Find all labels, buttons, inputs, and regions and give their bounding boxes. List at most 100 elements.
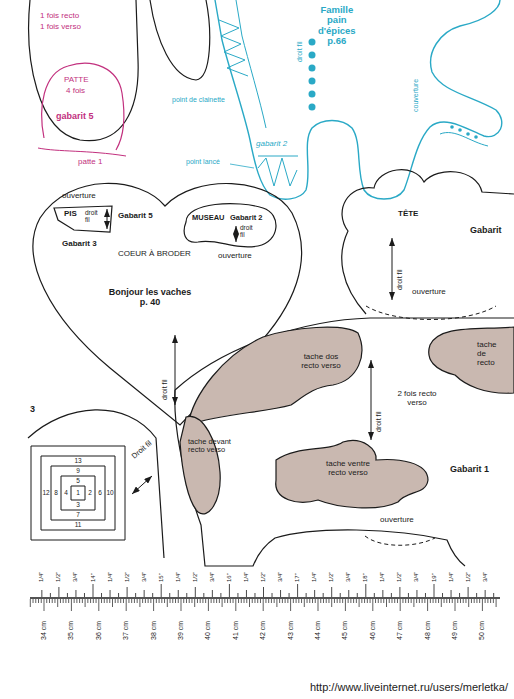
piece-label: 8	[54, 489, 58, 496]
ruler-tick	[485, 599, 486, 603]
ruler-tick	[359, 599, 360, 607]
piece-label: droit fil	[240, 224, 253, 238]
ruler-tick	[296, 599, 297, 603]
piece-outline	[54, 206, 112, 232]
ruler-tick	[364, 599, 365, 603]
ruler-tick	[391, 599, 392, 603]
ruler-mark: 3/4"	[413, 572, 420, 582]
ruler-tick	[307, 599, 308, 603]
ruler-tick	[76, 599, 77, 603]
ruler-tick	[425, 593, 426, 597]
ruler-tick	[285, 599, 286, 603]
ruler-tick	[271, 599, 272, 603]
ruler-tick	[482, 599, 483, 611]
piece-outline	[178, 412, 228, 522]
piece-outline	[150, 0, 210, 80]
ruler-tick	[356, 599, 357, 603]
ruler-tick	[197, 599, 198, 603]
ruler-mark: 1/2"	[55, 572, 62, 582]
grain-arrow	[132, 476, 152, 494]
ruler-tick	[374, 593, 375, 597]
piece-name: Gabarit 5	[118, 212, 153, 221]
piece-label: droit fil	[396, 269, 404, 290]
piece-label: Bonjour les vaches p. 40	[105, 288, 195, 308]
piece-name: gabarit 2	[256, 140, 287, 149]
piece-label: tache dos recto verso	[298, 353, 344, 371]
ruler-tick	[172, 599, 173, 603]
ruler-tick	[211, 599, 212, 603]
ruler-tick	[52, 599, 53, 603]
ruler-mark: 1/2"	[192, 572, 199, 582]
watermark: http://www.liveinternet.ru/users/merletk…	[250, 681, 508, 693]
ruler-tick	[260, 599, 261, 603]
ruler-mark: 46 cm	[369, 621, 377, 640]
ruler-tick	[84, 593, 85, 597]
ruler-tick	[227, 599, 228, 603]
ruler-tick	[230, 599, 231, 603]
ruler-mark: 3/4"	[482, 572, 489, 582]
ruler-mark: 50 cm	[478, 621, 486, 640]
piece-outline	[336, 166, 514, 326]
ruler-tick	[485, 590, 486, 597]
ruler-tick	[189, 599, 190, 603]
ruler-tick	[400, 599, 401, 611]
ruler-tick	[276, 599, 277, 607]
ruler-tick	[340, 593, 341, 597]
gingerbread-outline	[215, 0, 502, 199]
ruler-tick	[298, 599, 299, 603]
ruler-mark: 43 cm	[287, 621, 295, 640]
ruler-tick	[202, 599, 203, 603]
ruler-tick	[452, 599, 453, 603]
ruler-tick	[244, 599, 245, 603]
ruler-tick	[167, 599, 168, 607]
piece-outline	[29, 0, 138, 141]
piece-note: 1 fois recto	[40, 12, 79, 21]
ruler-tick	[289, 593, 290, 597]
piece-label: tache ventre recto verso	[320, 460, 376, 478]
piece-label: 3	[76, 501, 80, 508]
ruler-tick	[323, 593, 324, 597]
ruler-tick	[290, 599, 291, 611]
ruler-tick	[68, 599, 69, 603]
ruler-tick	[233, 599, 234, 603]
ruler-tick	[41, 590, 42, 597]
ruler-tick	[457, 599, 458, 603]
ruler-tick	[186, 593, 187, 597]
ruler-tick	[117, 599, 118, 603]
ruler-tick	[87, 599, 88, 603]
ruler-tick	[137, 599, 138, 603]
piece-note: 1 fois verso	[40, 23, 81, 32]
ruler-tick	[178, 599, 179, 603]
ruler-tick	[203, 593, 204, 597]
grain-arrow	[236, 226, 237, 242]
ruler-tick	[139, 599, 140, 607]
ruler-tick	[382, 590, 383, 597]
ruler-tick	[282, 599, 283, 603]
ruler-tick	[169, 593, 170, 597]
ruler-tick	[115, 599, 116, 603]
piece-name: Gabarit 3	[62, 240, 97, 249]
ruler-tick	[471, 599, 472, 603]
ruler-tick	[93, 599, 94, 603]
ruler-mark: 49 cm	[451, 621, 459, 640]
piece-label: 11	[75, 521, 82, 528]
piece-label: Gabarit 2	[230, 214, 263, 222]
ruler-mark: 1/2"	[396, 572, 403, 582]
ruler-tick	[397, 599, 398, 603]
ruler-tick	[263, 599, 264, 611]
ruler-tick	[433, 599, 434, 603]
piece-outline	[26, 398, 168, 560]
piece-label: tache devant recto verso	[188, 438, 232, 455]
piece-label: 2 fois recto verso	[393, 390, 441, 408]
ruler-mark: 1/4"	[379, 572, 386, 582]
ruler-tick	[446, 599, 447, 603]
spot-piece: tache devant recto verso	[178, 412, 228, 522]
ruler-tick	[109, 599, 110, 603]
ruler-tick	[44, 599, 45, 611]
ruler-tick	[441, 599, 442, 607]
piece-outline	[175, 318, 514, 566]
ruler-tick	[120, 599, 121, 603]
piece-label: droit fil	[375, 411, 383, 432]
ruler-tick	[142, 599, 143, 603]
ruler-tick	[112, 599, 113, 607]
